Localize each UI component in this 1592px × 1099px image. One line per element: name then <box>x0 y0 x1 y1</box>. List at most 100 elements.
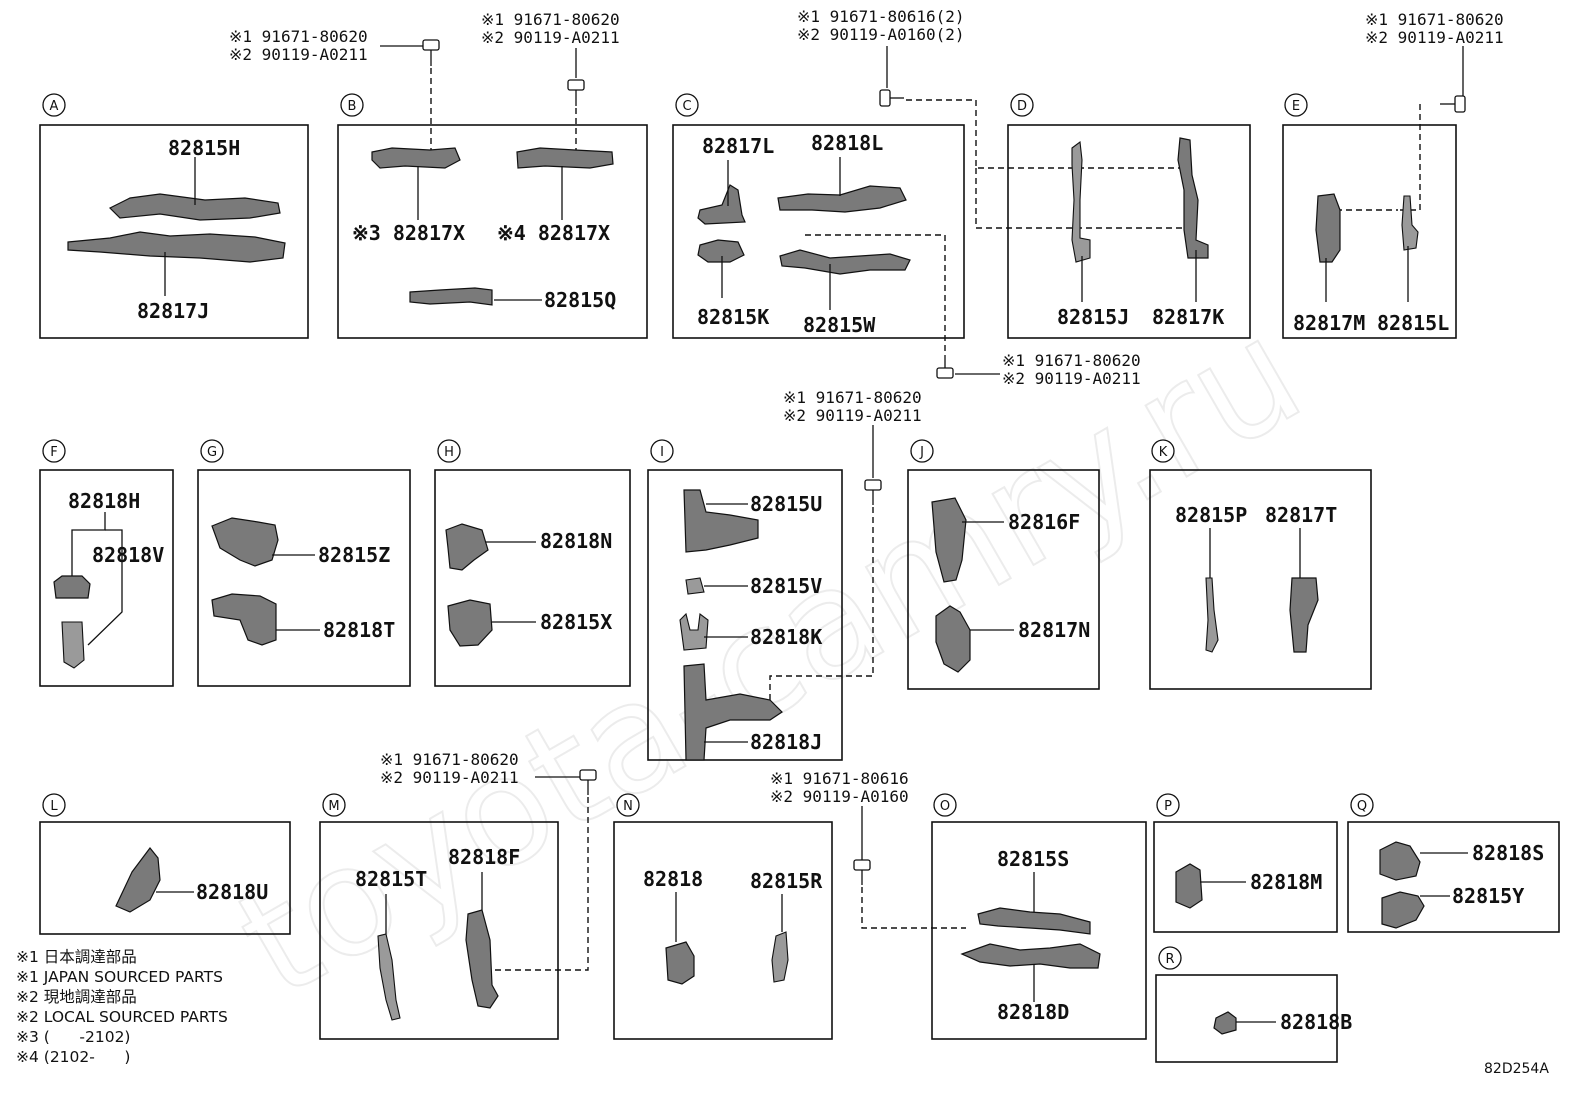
panel-a-frame <box>39 124 309 339</box>
note-line: ※2 LOCAL SOURCED PARTS <box>16 1008 228 1026</box>
svg-text:A: A <box>50 99 59 114</box>
part-label: 82818U <box>196 880 268 904</box>
panel-letter-c: C <box>675 93 699 117</box>
svg-text:G: G <box>207 445 217 460</box>
panel-j-frame <box>907 469 1100 690</box>
fastener-3-line2: ※2 90119-A0160(2) <box>797 25 965 44</box>
part-label: 82818K <box>750 625 822 649</box>
part-82815j-shape <box>1071 140 1091 263</box>
panel-letter-k: K <box>1151 439 1175 463</box>
panel-letter-l: L <box>42 793 66 817</box>
svg-text:J: J <box>919 445 924 460</box>
bolt-icon <box>567 79 585 106</box>
part-82815z-shape <box>211 517 279 567</box>
part-82817x-right-shape <box>516 147 614 169</box>
panel-letter-d: D <box>1010 93 1034 117</box>
part-82818b-shape <box>1213 1011 1237 1035</box>
panel-o-frame <box>931 821 1147 1040</box>
fastener-5-line1: ※1 91671-80620 <box>1002 351 1141 370</box>
part-82817j-shape <box>67 231 286 263</box>
panel-letter-g: G <box>200 439 224 463</box>
panel-frames <box>39 124 1560 1063</box>
part-label: 82817M <box>1293 311 1365 335</box>
panel-k-frame <box>1149 469 1372 690</box>
panel-b-frame <box>337 124 648 339</box>
part-82815l-shape <box>1401 195 1419 251</box>
panel-letter-b: B <box>340 93 364 117</box>
part-label: 82815T <box>355 867 427 891</box>
panel-g-frame <box>197 469 411 687</box>
part-82815h-shape <box>108 193 281 221</box>
svg-text:N: N <box>623 799 633 814</box>
fastener-4-line1: ※1 91671-80620 <box>1365 10 1504 29</box>
panel-p-frame <box>1153 821 1338 933</box>
part-82817t-shape <box>1289 577 1319 653</box>
bolt-icon <box>936 355 954 379</box>
svg-text:H: H <box>444 445 454 460</box>
part-82817k-shape <box>1177 137 1209 259</box>
panel-m-frame <box>319 821 559 1040</box>
panel-letter-f: F <box>42 439 66 463</box>
part-82817n-shape <box>935 605 971 673</box>
fastener-1-line2: ※2 90119-A0211 <box>229 45 368 64</box>
fastener-4-line2: ※2 90119-A0211 <box>1365 28 1504 47</box>
panel-letter-i: I <box>650 439 674 463</box>
svg-text:I: I <box>660 445 664 460</box>
part-label: 82818T <box>323 618 395 642</box>
part-label: 82817L <box>702 134 774 158</box>
part-82817l-shape <box>697 184 746 225</box>
part-label: 82815W <box>803 313 876 337</box>
svg-text:E: E <box>1292 99 1300 114</box>
part-82818-shape <box>665 941 695 985</box>
part-label: 82815P <box>1175 503 1247 527</box>
panel-letter-e: E <box>1284 93 1308 117</box>
panel-q-frame <box>1347 821 1560 933</box>
part-label: 82818V <box>92 543 164 567</box>
part-82815v-shape <box>685 577 705 595</box>
part-label: ※4 82817X <box>497 221 610 245</box>
panel-letter-q: Q <box>1350 793 1374 817</box>
part-label: 82815Y <box>1452 884 1524 908</box>
part-label: 82817J <box>137 299 209 323</box>
note-line: ※1 日本調達部品 <box>16 948 137 966</box>
svg-text:L: L <box>50 799 58 814</box>
part-label: 82817N <box>1018 618 1090 642</box>
note-line: ※2 現地調達部品 <box>16 988 137 1006</box>
part-label: 82815V <box>750 574 822 598</box>
part-82818n-shape <box>445 523 489 571</box>
fastener-7-line2: ※2 90119-A0211 <box>380 768 519 787</box>
panel-letter-p: P <box>1156 793 1180 817</box>
part-82815u-shape <box>683 489 759 553</box>
part-label: 82815S <box>997 847 1069 871</box>
watermark: toyota-camry.ru <box>211 286 1329 1032</box>
panel-letter-o: O <box>933 793 957 817</box>
svg-text:R: R <box>1165 952 1174 967</box>
part-82815t-shape <box>377 933 401 1021</box>
bolt-icon <box>579 769 597 795</box>
fastener-2-line2: ※2 90119-A0211 <box>481 28 620 47</box>
part-82818h-shape <box>53 575 91 599</box>
panel-f-frame <box>39 469 174 687</box>
part-label: 82816F <box>1008 510 1080 534</box>
fastener-3-line1: ※1 91671-80616(2) <box>797 7 965 26</box>
part-82815w-shape <box>779 249 911 275</box>
fastener-2-line1: ※1 91671-80620 <box>481 10 620 29</box>
part-label: 82818D <box>997 1000 1069 1024</box>
part-label: 82818F <box>448 845 520 869</box>
panel-l-frame <box>39 821 291 935</box>
part-82817x-left-shape <box>371 147 461 169</box>
note-line: ※4 (2102- ) <box>16 1048 130 1066</box>
part-82818l-shape <box>777 185 907 213</box>
part-shapes <box>53 137 1425 1035</box>
part-labels: 82815H 82817J ※3 82817X ※4 82817X 82815Q… <box>68 131 1544 1034</box>
part-label: 82818B <box>1280 1010 1352 1034</box>
part-label: 82817T <box>1265 503 1337 527</box>
panel-n-frame <box>613 821 833 1040</box>
part-label: 82818 <box>643 867 703 891</box>
leader-lines <box>71 157 1468 1023</box>
svg-text:C: C <box>682 99 691 114</box>
part-82815q-shape <box>409 287 493 306</box>
part-label: 82817K <box>1152 305 1224 329</box>
